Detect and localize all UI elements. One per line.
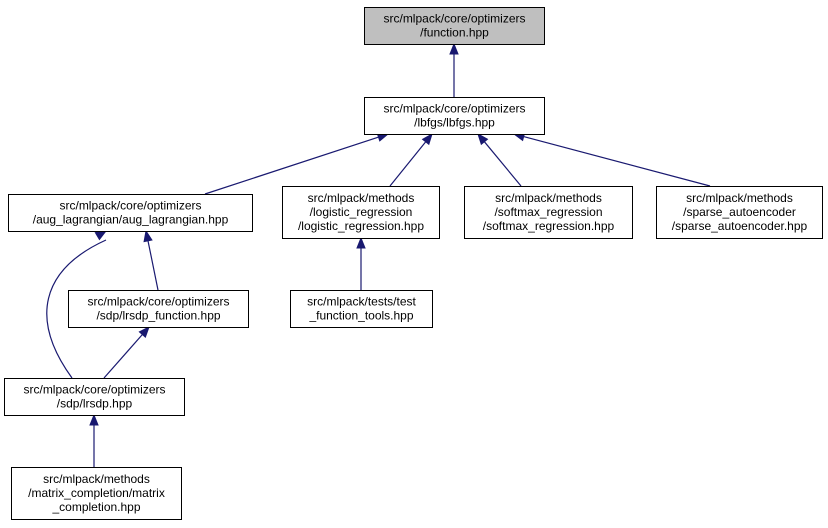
node-label-line: /softmax_regression.hpp	[483, 219, 615, 233]
node-box[interactable]	[282, 186, 440, 239]
node-box[interactable]	[464, 186, 633, 239]
edge-softmax_regression-to-lbfgs	[477, 132, 522, 187]
node-aug_lagrangian[interactable]: src/mlpack/core/optimizers/aug_lagrangia…	[8, 194, 253, 232]
edge-lrsdp-to-lrsdp_function	[103, 325, 150, 379]
node-box[interactable]	[364, 7, 545, 45]
node-label-line: /logistic_regression	[310, 205, 413, 219]
node-label-line: /logistic_regression.hpp	[298, 219, 424, 233]
edge-arrowhead	[356, 236, 366, 249]
edge-line	[522, 135, 711, 187]
node-label-line: src/mlpack/core/optimizers	[383, 102, 525, 116]
node-box[interactable]	[68, 290, 249, 328]
node-label-line: /sdp/lrsdp.hpp	[57, 397, 133, 411]
edge-arrowhead	[138, 325, 150, 339]
node-label-line: /function.hpp	[420, 26, 489, 40]
node-softmax_regression[interactable]: src/mlpack/methods/softmax_regression/so…	[464, 186, 633, 239]
node-label-line: src/mlpack/core/optimizers	[23, 383, 165, 397]
node-label-line: /aug_lagrangian/aug_lagrangian.hpp	[33, 213, 229, 227]
edge-arrowhead	[477, 132, 489, 146]
edge-arrowhead	[143, 229, 153, 243]
edge-lbfgs-to-function	[449, 42, 459, 97]
node-label-line: /sparse_autoencoder.hpp	[672, 219, 808, 233]
node-label-line: src/mlpack/tests/test	[307, 295, 416, 309]
edge-line	[204, 136, 380, 195]
node-label-line: /lbfgs/lbfgs.hpp	[414, 116, 495, 130]
node-label-line: src/mlpack/methods	[495, 191, 602, 205]
edge-line	[483, 140, 522, 187]
edge-line	[103, 333, 144, 379]
node-matrix_completion[interactable]: src/mlpack/methods/matrix_completion/mat…	[11, 467, 182, 520]
node-label-line: src/mlpack/methods	[43, 472, 150, 486]
node-label-line: /matrix_completion/matrix	[28, 486, 165, 500]
node-lbfgs[interactable]: src/mlpack/core/optimizers/lbfgs/lbfgs.h…	[364, 97, 545, 135]
node-label-line: /softmax_regression	[494, 205, 602, 219]
node-label-line: _completion.hpp	[51, 500, 140, 514]
node-box[interactable]	[364, 97, 545, 135]
node-box[interactable]	[4, 378, 185, 416]
edge-arrowhead	[449, 42, 459, 55]
node-function[interactable]: src/mlpack/core/optimizers/function.hpp	[364, 7, 545, 45]
node-box[interactable]	[656, 186, 823, 239]
node-label-line: src/mlpack/core/optimizers	[59, 199, 201, 213]
edge-line	[389, 140, 427, 187]
edge-logistic_regression-to-lbfgs	[389, 132, 433, 187]
edge-line	[46, 239, 107, 379]
node-lrsdp_function[interactable]: src/mlpack/core/optimizers/sdp/lrsdp_fun…	[68, 290, 249, 328]
node-label-line: /sdp/lrsdp_function.hpp	[96, 309, 220, 323]
node-label-line: src/mlpack/core/optimizers	[383, 12, 525, 26]
node-logistic_regression[interactable]: src/mlpack/methods/logistic_regression/l…	[282, 186, 440, 239]
edge-aug_lagrangian-to-lbfgs	[204, 132, 390, 195]
edge-sparse_autoencoder-to-lbfgs	[512, 132, 711, 187]
node-label-line: src/mlpack/core/optimizers	[87, 295, 229, 309]
node-box[interactable]	[290, 290, 433, 328]
node-sparse_autoencoder[interactable]: src/mlpack/methods/sparse_autoencoder/sp…	[656, 186, 823, 239]
node-label-line: _function_tools.hpp	[308, 309, 413, 323]
edge-matrix_completion-to-lrsdp	[89, 413, 99, 467]
nodes-layer: src/mlpack/core/optimizers/function.hpps…	[4, 7, 823, 520]
node-test_function_tools[interactable]: src/mlpack/tests/test_function_tools.hpp	[290, 290, 433, 328]
edge-test_function_tools-to-logistic_regression	[356, 236, 366, 290]
node-box[interactable]	[11, 467, 182, 520]
edge-line	[147, 239, 159, 291]
node-label-line: src/mlpack/methods	[308, 191, 415, 205]
node-lrsdp[interactable]: src/mlpack/core/optimizers/sdp/lrsdp.hpp	[4, 378, 185, 416]
edge-arrowhead	[421, 132, 433, 146]
node-label-line: src/mlpack/methods	[686, 191, 793, 205]
edge-lrsdp_function-to-aug_lagrangian	[143, 229, 159, 291]
node-box[interactable]	[8, 194, 253, 232]
node-label-line: /sparse_autoencoder	[683, 205, 796, 219]
edge-arrowhead	[94, 230, 108, 241]
edge-arrowhead	[89, 413, 99, 426]
